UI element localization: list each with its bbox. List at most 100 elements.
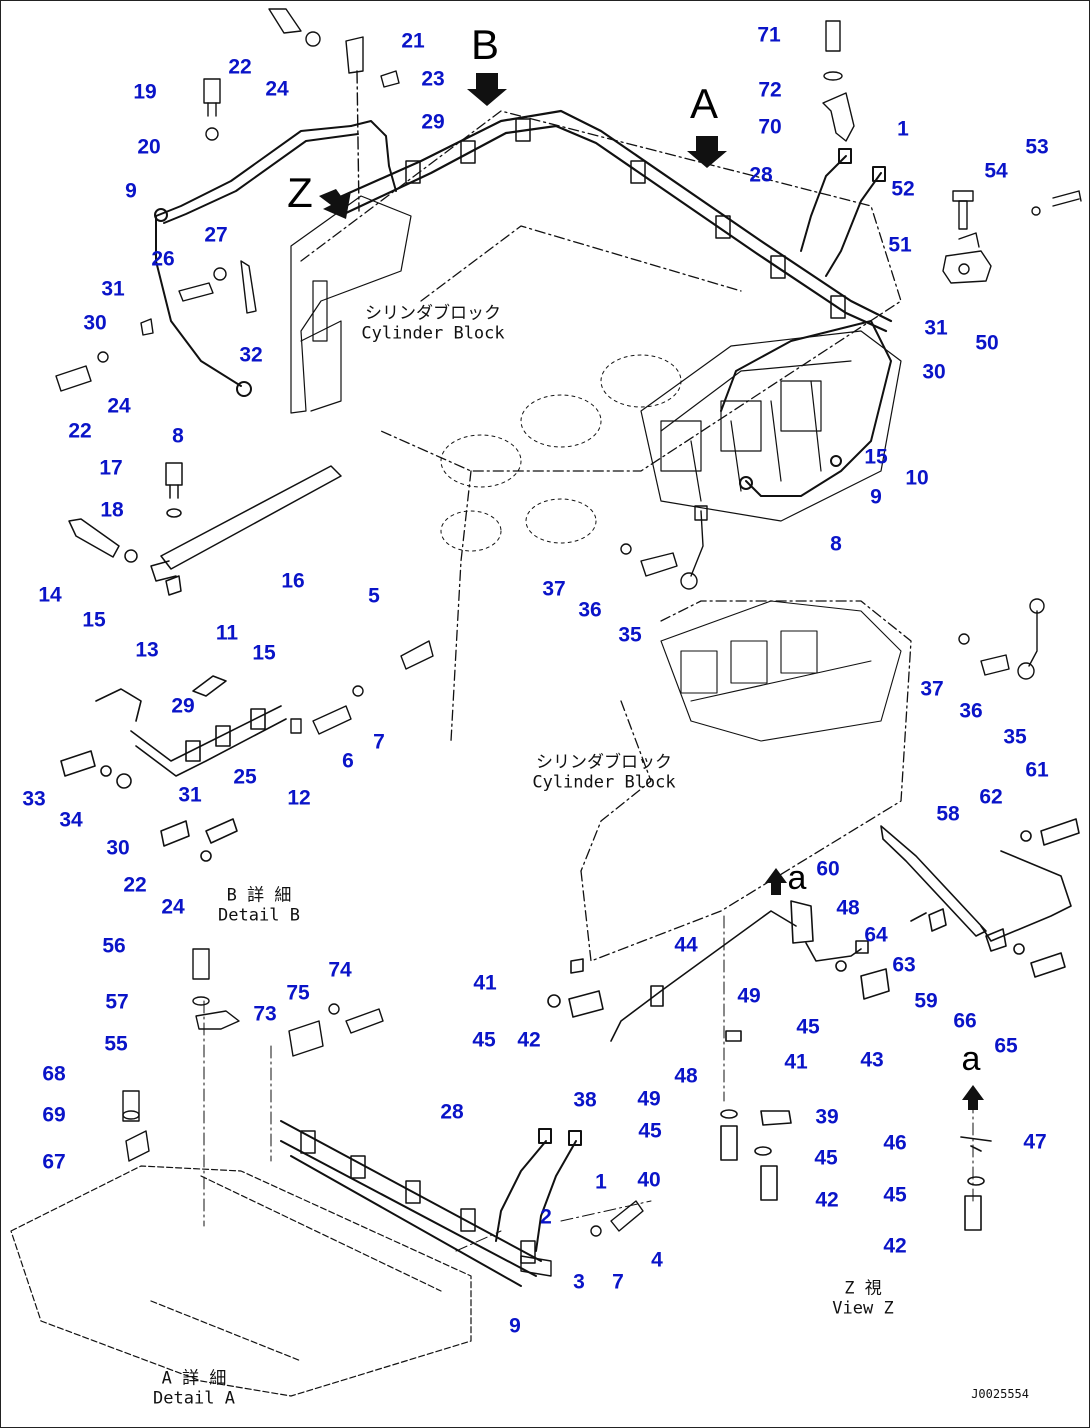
fasteners-5-6-7-12 xyxy=(290,640,434,735)
callout-part-15: 15 xyxy=(82,608,106,632)
callout-part-1: 1 xyxy=(897,117,909,141)
callout-part-45-3: 45 xyxy=(638,1119,662,1143)
callout-part-48-2: 48 xyxy=(674,1064,698,1088)
cylinder-block-caption-lower-en: Cylinder Block xyxy=(532,772,676,792)
callout-part-37-2: 37 xyxy=(920,677,944,701)
detail-b-caption-en: Detail B xyxy=(218,905,300,925)
detail-b-caption: B 詳 細 Detail B xyxy=(218,886,300,925)
callout-part-19: 19 xyxy=(133,80,157,104)
cylinder-block-caption-lower: シリンダブロック Cylinder Block xyxy=(532,753,675,792)
connector-block-50 xyxy=(942,190,1082,284)
detail-a-plate xyxy=(10,1165,472,1397)
callout-part-9-2: 9 xyxy=(870,485,882,509)
callout-part-10: 10 xyxy=(905,466,929,490)
callout-part-30: 30 xyxy=(83,311,107,335)
callout-part-40: 40 xyxy=(637,1168,661,1192)
callout-part-48: 48 xyxy=(836,896,860,920)
callout-part-30-2: 30 xyxy=(922,360,946,384)
callout-part-28: 28 xyxy=(749,163,773,187)
cylinder-block-caption-upper: シリンダブロック Cylinder Block xyxy=(361,304,504,343)
callout-part-9: 9 xyxy=(125,179,137,203)
fuel-rail-pipes xyxy=(329,109,893,333)
callout-part-4: 4 xyxy=(651,1248,663,1272)
callout-part-28-2: 28 xyxy=(440,1100,464,1124)
callout-part-71: 71 xyxy=(757,23,781,47)
view-letter-a-small-lower: a xyxy=(961,1040,981,1078)
harness-8-right xyxy=(720,320,892,497)
view-letter-a-small-upper: a xyxy=(787,859,807,897)
view-z-reference-lines xyxy=(203,915,974,1252)
callout-part-42: 42 xyxy=(517,1028,541,1052)
callout-part-24: 24 xyxy=(265,77,289,101)
callout-part-2: 2 xyxy=(540,1205,552,1229)
callout-part-52: 52 xyxy=(891,177,915,201)
callout-part-5: 5 xyxy=(368,584,380,608)
callout-part-15-2: 15 xyxy=(252,641,276,665)
view-letter-b: B xyxy=(470,21,500,68)
callout-part-36: 36 xyxy=(578,598,602,622)
detail-a-caption-en: Detail A xyxy=(153,1388,235,1408)
callout-part-51: 51 xyxy=(888,233,912,257)
callout-part-41: 41 xyxy=(473,971,497,995)
callout-part-68: 68 xyxy=(42,1062,66,1086)
callout-part-16: 16 xyxy=(281,569,305,593)
callout-part-32: 32 xyxy=(239,343,263,367)
callout-part-3: 3 xyxy=(573,1270,585,1294)
callout-part-29: 29 xyxy=(421,110,445,134)
callout-part-31-3: 31 xyxy=(178,783,202,807)
callout-part-50: 50 xyxy=(975,331,999,355)
detail-a-clamps xyxy=(300,1130,536,1264)
callout-part-20: 20 xyxy=(137,135,161,159)
callout-part-1-2: 1 xyxy=(595,1170,607,1194)
cylinder-block-caption-upper-en: Cylinder Block xyxy=(361,323,505,343)
callout-part-75: 75 xyxy=(286,981,310,1005)
callout-part-47: 47 xyxy=(1023,1130,1047,1154)
callout-part-67: 67 xyxy=(42,1150,66,1174)
cylinder-block-left-bracket xyxy=(290,195,412,414)
callout-part-65: 65 xyxy=(994,1034,1018,1058)
callout-part-43: 43 xyxy=(860,1048,884,1072)
callout-part-49: 49 xyxy=(737,984,761,1008)
harness-upper-left xyxy=(154,120,397,397)
detail-a-fasteners xyxy=(122,948,644,1277)
callout-part-24-2: 24 xyxy=(107,394,131,418)
callout-part-27: 27 xyxy=(204,223,228,247)
callout-part-18: 18 xyxy=(100,498,124,522)
callout-part-11: 11 xyxy=(215,621,239,645)
callout-part-45-2: 45 xyxy=(796,1015,820,1039)
cylinder-bores xyxy=(440,354,682,552)
view-z-caption: Z 視 View Z xyxy=(832,1279,893,1318)
callout-part-69: 69 xyxy=(42,1103,66,1127)
callout-part-61: 61 xyxy=(1025,758,1049,782)
callout-part-14: 14 xyxy=(38,583,62,607)
callout-part-7: 7 xyxy=(373,730,385,754)
callout-part-35-2: 35 xyxy=(1003,725,1027,749)
callout-part-73: 73 xyxy=(253,1002,277,1026)
callout-part-6: 6 xyxy=(342,749,354,773)
lower-rocker-housing xyxy=(660,600,902,742)
callout-part-24-3: 24 xyxy=(161,895,185,919)
left-fasteners-26-32 xyxy=(55,260,257,392)
detail-b-assembly xyxy=(60,675,287,862)
sensors-35-37 xyxy=(620,505,1045,680)
callout-part-31: 31 xyxy=(101,277,125,301)
callout-part-36-2: 36 xyxy=(959,699,983,723)
view-arrows xyxy=(319,73,984,1110)
detail-b-caption-jp: B 詳 細 xyxy=(226,885,292,906)
callout-part-62: 62 xyxy=(979,785,1003,809)
detail-a-pipes xyxy=(280,1120,542,1287)
callout-part-63: 63 xyxy=(892,953,916,977)
callout-part-45-5: 45 xyxy=(883,1183,907,1207)
view-letter-a: A xyxy=(689,80,719,127)
callout-part-12: 12 xyxy=(287,786,311,810)
bar-16-assembly xyxy=(68,462,342,596)
drawing-number: J0025554 xyxy=(971,1387,1029,1401)
callout-part-44: 44 xyxy=(674,933,698,957)
callout-part-17: 17 xyxy=(99,456,123,480)
callout-part-13: 13 xyxy=(135,638,159,662)
callout-part-39: 39 xyxy=(815,1105,839,1129)
fuel-rail-clamps xyxy=(405,118,846,319)
callout-part-38: 38 xyxy=(573,1088,597,1112)
callout-part-22-3: 22 xyxy=(123,873,147,897)
